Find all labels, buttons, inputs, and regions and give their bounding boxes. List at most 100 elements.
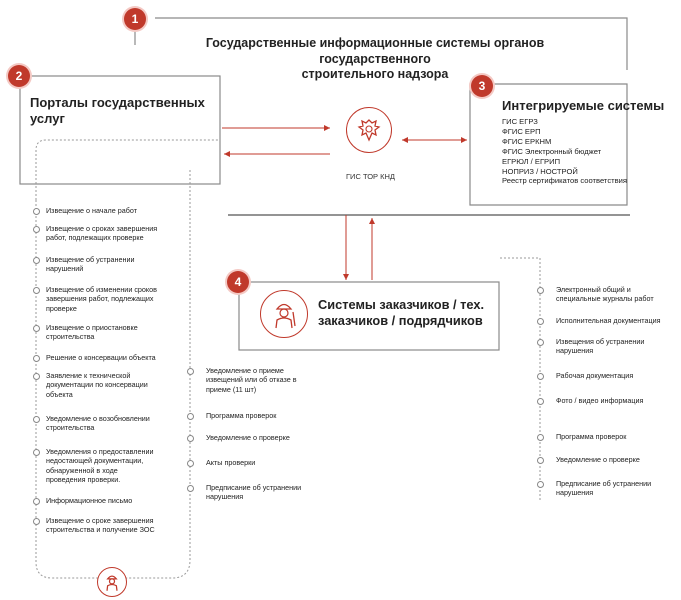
portals-frame <box>19 75 221 185</box>
list-item-line: объекта <box>46 389 73 399</box>
dashed-portal-top-line <box>35 139 220 200</box>
list-item: Решение о консервации объекта <box>46 353 156 362</box>
integrated-item: Реестр сертификатов соответствия <box>502 176 627 186</box>
list-item-line: работ, подлежащих проверке <box>46 233 144 243</box>
list-item-line: Заявление к технической <box>46 371 131 380</box>
list-item: Исполнительная документация <box>556 316 661 325</box>
list-bullet <box>537 373 544 380</box>
list-item-line: Акты проверки <box>206 458 256 467</box>
gov-systems-title: Государственные информационные системы о… <box>150 36 600 83</box>
list-bullet <box>33 208 40 215</box>
list-bullet <box>33 416 40 423</box>
badge-1: 1 <box>124 8 146 30</box>
list-item-line: Уведомление о возобновлении <box>46 414 150 423</box>
list-bullet <box>537 318 544 325</box>
list-item-line: Электронный общий и <box>556 285 631 294</box>
customers-frame <box>238 281 500 351</box>
portals-title: Порталы государственных услуг <box>30 95 205 128</box>
list-bullet <box>537 398 544 405</box>
builder-small-icon <box>97 567 127 597</box>
integrated-item: ФГИС ЕРКНМ <box>502 136 552 146</box>
list-item: Извещение о начале работ <box>46 206 137 215</box>
integrated-item: ФГИС ЕРП <box>502 127 541 137</box>
list-bullet <box>33 498 40 505</box>
list-item-line: Уведомление о проверке <box>206 433 290 442</box>
list-bullet <box>187 485 194 492</box>
list-bullet <box>33 373 40 380</box>
list-item-line: Рабочая документация <box>556 371 634 380</box>
list-bullet <box>537 339 544 346</box>
list-item-line: Извещение о сроке завершения <box>46 516 154 525</box>
list-item: Информационное письмо <box>46 496 132 505</box>
list-bullet <box>537 457 544 464</box>
list-item: Программа проверок <box>206 411 276 420</box>
portals-title-line2: услуг <box>30 111 65 127</box>
integrated-item: ГИС ЕГРЗ <box>502 117 538 127</box>
customers-title-line1: Системы заказчиков / тех. <box>318 297 485 312</box>
list-bullet <box>33 355 40 362</box>
list-bullet <box>33 287 40 294</box>
list-item-line: Извещение о начале работ <box>46 206 137 215</box>
list-bullet <box>187 413 194 420</box>
gov-systems-title-line1: Государственные информационные системы о… <box>205 36 545 66</box>
list-item-line: нарушения <box>556 346 594 356</box>
list-item: Программа проверок <box>556 432 626 441</box>
eagle-emblem-icon <box>346 107 392 153</box>
integrated-title: Интегрируемые системы <box>502 98 665 113</box>
list-bullet <box>33 257 40 264</box>
list-item-line: Предписание об устранении <box>556 479 652 488</box>
customers-title-line2: заказчиков / подрядчиков <box>318 312 483 328</box>
gov-systems-title-line2: строительного надзора <box>301 67 449 82</box>
list-item-line: Исполнительная документация <box>556 316 661 325</box>
list-item-line: Уведомления о предоставлении <box>46 447 154 456</box>
list-bullet <box>33 325 40 332</box>
eagle-emblem-glyph <box>357 119 381 142</box>
list-item-line: проведения проверки. <box>46 475 121 485</box>
list-item-line: Извещение об изменении сроков <box>46 285 157 294</box>
dashed-middle-line <box>125 170 191 579</box>
list-item: Фото / видео информация <box>556 396 643 405</box>
list-item-line: Извещение о сроках завершения <box>46 224 158 233</box>
list-item-line: обнаруженной в ходе <box>46 465 118 475</box>
integrated-item: НОПРИЗ / НОСТРОЙ <box>502 166 578 176</box>
list-item-line: извещений или об отказе в <box>206 375 297 385</box>
list-item-line: Извещение об устранении <box>46 255 135 264</box>
list-item: Акты проверки <box>206 458 255 467</box>
list-item-line: Программа проверок <box>206 411 277 420</box>
list-bullet <box>537 434 544 441</box>
list-item: Уведомление о проверке <box>206 433 290 442</box>
list-bullet <box>33 449 40 456</box>
list-item-line: недостающей документации, <box>46 456 144 466</box>
list-bullet <box>33 518 40 525</box>
list-item-line: нарушения <box>556 488 594 498</box>
badge-3: 3 <box>471 75 493 97</box>
list-bullet <box>537 287 544 294</box>
list-item-line: специальные журналы работ <box>556 294 654 304</box>
list-bullet <box>537 481 544 488</box>
customers-title: Системы заказчиков / тех. заказчиков / п… <box>318 297 484 329</box>
list-item: Уведомление о проверке <box>556 455 640 464</box>
list-item-line: завершения работ, подлежащих <box>46 294 154 304</box>
dashed-right-line <box>500 257 541 500</box>
list-bullet <box>187 435 194 442</box>
list-item-line: Извещение о приостановке <box>46 323 138 332</box>
gistor-label: ГИС ТОР КНД <box>346 172 395 181</box>
list-item-line: документации по консервации <box>46 380 148 390</box>
list-item-line: строительства <box>46 423 95 433</box>
list-item-line: строительства и получение ЗОС <box>46 525 155 535</box>
list-item-line: Решение о консервации объекта <box>46 353 156 362</box>
list-bullet <box>33 226 40 233</box>
integrated-item: ЕГРЮЛ / ЕГРИП <box>502 156 561 166</box>
